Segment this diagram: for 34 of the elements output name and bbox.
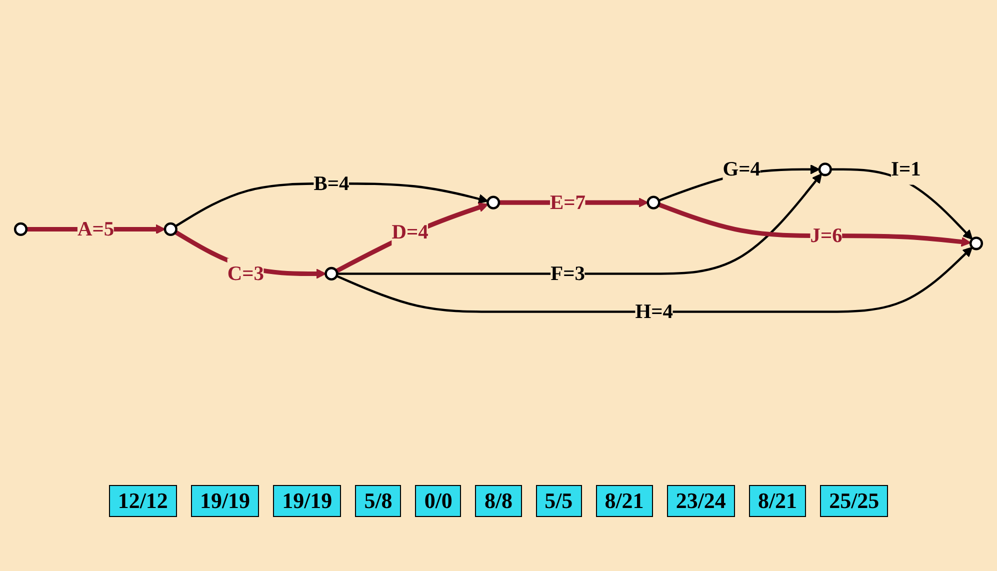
- node-circle: [646, 196, 660, 210]
- value-tag: 23/24: [666, 485, 735, 517]
- value-tag: 19/19: [273, 485, 342, 517]
- value-tag: 19/19: [190, 485, 260, 517]
- edge-label: E=7: [550, 191, 586, 214]
- value-tag: 25/25: [820, 485, 888, 517]
- value-tag: 5/8: [355, 485, 402, 517]
- edge-label: J=6: [810, 224, 842, 247]
- edge-label: B=4: [314, 172, 350, 195]
- value-tag: 8/21: [596, 485, 653, 517]
- node-circle: [324, 267, 338, 281]
- edge-label: A=5: [77, 218, 114, 240]
- arrow: [336, 247, 973, 314]
- edge-label: I=1: [890, 158, 921, 181]
- edge-label: G=4: [722, 158, 761, 181]
- node-circle: [969, 237, 984, 251]
- edge-label: C=3: [227, 262, 264, 285]
- value-tag: 8/21: [748, 485, 806, 517]
- node-circle: [164, 222, 178, 236]
- arrow: [337, 174, 822, 276]
- node-circle: [14, 222, 28, 236]
- value-tag: 12/12: [108, 485, 177, 517]
- arrow: [335, 203, 488, 274]
- arrow: [174, 182, 488, 228]
- value-tag: 8/8: [475, 485, 522, 517]
- edge-label: D=4: [392, 221, 428, 244]
- arrow: [830, 168, 973, 240]
- edge-label: F=3: [550, 262, 585, 285]
- arrow: [658, 202, 972, 248]
- node-circle: [818, 163, 832, 177]
- edge-label: H=4: [635, 300, 674, 323]
- node-circle: [486, 196, 500, 210]
- value-tag: 0/0: [415, 485, 462, 517]
- value-tag: 5/5: [536, 485, 582, 517]
